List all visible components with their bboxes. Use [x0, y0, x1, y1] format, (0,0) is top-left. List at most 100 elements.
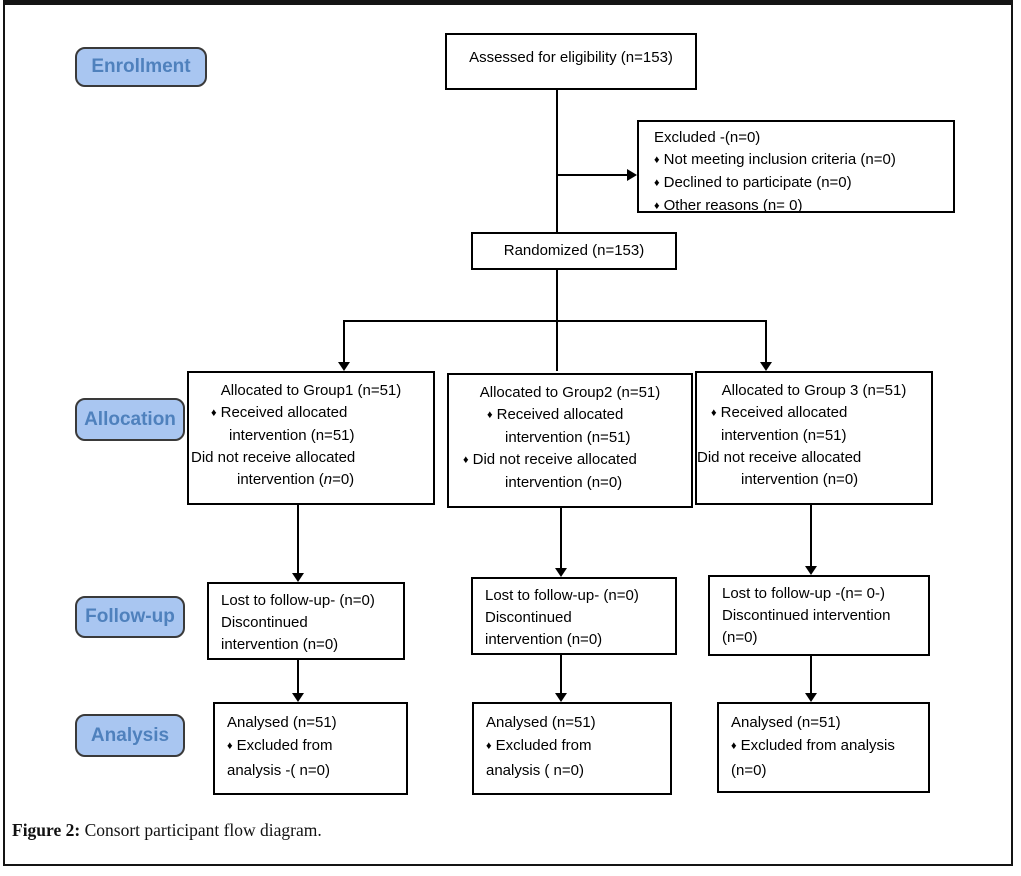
- received-text: Received allocated: [496, 406, 624, 423]
- diamond-bullet-icon: ♦: [731, 740, 737, 752]
- connector-split-to-group1: [343, 320, 345, 362]
- connector-split-to-group3: [765, 320, 767, 362]
- diamond-bullet-icon: ♦: [211, 407, 217, 419]
- figure-caption-label: Figure 2:: [12, 820, 81, 840]
- excluded-item: ♦Declined to participate (n=0): [654, 172, 949, 195]
- intervention-line: intervention (n=0): [485, 631, 603, 648]
- connector-group1-to-followup1: [297, 505, 299, 573]
- diamond-bullet-icon: ♦: [227, 740, 233, 752]
- not-received-pre: intervention (: [237, 471, 324, 488]
- excluded-analysis-line: ♦Excluded from analysis: [731, 734, 928, 759]
- arrowhead-group1: [338, 362, 350, 371]
- not-received-line2: intervention (n=0): [189, 469, 433, 491]
- analysis-box-group2: Analysed (n=51) ♦Excluded from analysis …: [472, 702, 672, 795]
- analysis-box-group1: Analysed (n=51) ♦Excluded from analysis …: [213, 702, 408, 795]
- lost-followup-line: Lost to follow-up -(n= 0-): [722, 585, 885, 602]
- followup-box-group3: Lost to follow-up -(n= 0-) Discontinued …: [708, 575, 930, 656]
- not-received-text: Did not receive allocated: [472, 451, 637, 468]
- allocation-title: Allocated to Group 3 (n=51): [721, 382, 907, 399]
- analysis-n-line: (n=0): [731, 762, 767, 779]
- diamond-bullet-icon: ♦: [487, 409, 493, 421]
- not-received-line: Did not receive allocated: [697, 449, 862, 466]
- not-received-n-italic: n: [323, 471, 333, 488]
- connector-group3-to-followup3: [810, 505, 812, 566]
- not-received-line2: intervention (n=0): [741, 471, 859, 488]
- allocation-box-group1: Allocated to Group1 (n=51) ♦Received all…: [187, 371, 435, 505]
- connector-followup3-to-analysis3: [810, 656, 812, 693]
- received-line2: intervention (n=51): [229, 427, 355, 444]
- followup-box-group1: Lost to follow-up- (n=0) Discontinued in…: [207, 582, 405, 660]
- lost-followup-line: Lost to follow-up- (n=0): [221, 592, 375, 609]
- allocation-box-group3: Allocated to Group 3 (n=51) ♦Received al…: [695, 371, 933, 505]
- allocation-title: Allocated to Group2 (n=51): [479, 384, 661, 401]
- allocation-box-group2: Allocated to Group2 (n=51) ♦Received all…: [447, 373, 693, 508]
- diamond-bullet-icon: ♦: [654, 177, 660, 189]
- excluded-item-text: Not meeting inclusion criteria (n=0): [663, 151, 896, 168]
- stage-label-followup: Follow-up: [75, 596, 185, 638]
- excluded-item-text: Other reasons (n= 0): [663, 197, 803, 214]
- excluded-box: Excluded -(n=0) ♦Not meeting inclusion c…: [637, 120, 955, 214]
- diamond-bullet-icon: ♦: [711, 407, 717, 419]
- excluded-analysis-text: Excluded from analysis: [740, 737, 895, 754]
- arrowhead-group3: [760, 362, 772, 371]
- excluded-analysis-text: Excluded from: [236, 737, 333, 754]
- analysis-n-line: analysis ( n=0): [486, 762, 584, 779]
- connector-assessed-to-randomized: [556, 90, 558, 232]
- analysis-n-line: analysis -( n=0): [227, 762, 330, 779]
- received-line: ♦Received allocated: [449, 404, 691, 427]
- randomized-text: Randomized (n=153): [503, 242, 645, 259]
- lost-followup-line: Lost to follow-up- (n=0): [485, 587, 639, 604]
- connector-split-line: [343, 320, 767, 322]
- excluded-item: ♦Not meeting inclusion criteria (n=0): [654, 149, 949, 172]
- arrowhead-followup3: [805, 566, 817, 575]
- assessed-eligibility-box: Assessed for eligibility (n=153): [445, 33, 697, 90]
- received-line: ♦Received allocated: [697, 402, 931, 425]
- arrowhead-analysis2: [555, 693, 567, 702]
- not-received-post: =0): [332, 471, 355, 488]
- received-line2: intervention (n=51): [721, 427, 847, 444]
- connector-group2-to-followup2: [560, 508, 562, 568]
- analysed-line: Analysed (n=51): [486, 714, 596, 731]
- intervention-line: intervention (n=0): [221, 636, 339, 653]
- arrowhead-analysis1: [292, 693, 304, 702]
- received-text: Received allocated: [720, 404, 848, 421]
- received-line: ♦Received allocated: [189, 402, 433, 425]
- randomized-box: Randomized (n=153): [471, 232, 677, 270]
- diamond-bullet-icon: ♦: [654, 154, 660, 166]
- received-text: Received allocated: [220, 404, 348, 421]
- stage-label-analysis: Analysis: [75, 714, 185, 757]
- stage-label-enrollment: Enrollment: [75, 47, 207, 87]
- intervention-line: (n=0): [722, 629, 758, 646]
- stage-label-text: Allocation: [84, 408, 176, 430]
- not-received-line: Did not receive allocated: [191, 449, 356, 466]
- excluded-analysis-line: ♦Excluded from: [486, 734, 670, 759]
- excluded-analysis-line: ♦Excluded from: [227, 734, 406, 759]
- discontinued-line: Discontinued: [221, 614, 308, 631]
- diamond-bullet-icon: ♦: [654, 200, 660, 212]
- excluded-item-text: Declined to participate (n=0): [663, 174, 852, 191]
- analysis-box-group3: Analysed (n=51) ♦Excluded from analysis …: [717, 702, 930, 793]
- diamond-bullet-icon: ♦: [463, 454, 469, 466]
- excluded-analysis-text: Excluded from: [495, 737, 592, 754]
- connector-to-excluded: [556, 174, 628, 176]
- connector-followup1-to-analysis1: [297, 660, 299, 693]
- stage-label-text: Enrollment: [91, 56, 191, 77]
- allocation-title: Allocated to Group1 (n=51): [220, 382, 402, 399]
- excluded-item: ♦Other reasons (n= 0): [654, 195, 949, 218]
- stage-label-allocation: Allocation: [75, 398, 185, 441]
- arrowhead-followup1: [292, 573, 304, 582]
- connector-followup2-to-analysis2: [560, 655, 562, 693]
- received-line2: intervention (n=51): [505, 429, 631, 446]
- stage-label-text: Follow-up: [85, 606, 175, 627]
- not-received-line: ♦Did not receive allocated: [449, 449, 691, 472]
- figure-caption: Figure 2: Consort participant flow diagr…: [12, 820, 322, 841]
- arrowhead-analysis3: [805, 693, 817, 702]
- excluded-title: Excluded -(n=0): [654, 129, 761, 146]
- analysed-line: Analysed (n=51): [227, 714, 337, 731]
- arrowhead-excluded: [627, 169, 637, 181]
- analysed-line: Analysed (n=51): [731, 714, 841, 731]
- figure-caption-text: Consort participant flow diagram.: [80, 820, 322, 840]
- discontinued-line: Discontinued intervention: [722, 607, 891, 624]
- not-received-line2: intervention (n=0): [505, 474, 623, 491]
- discontinued-line: Discontinued: [485, 609, 572, 626]
